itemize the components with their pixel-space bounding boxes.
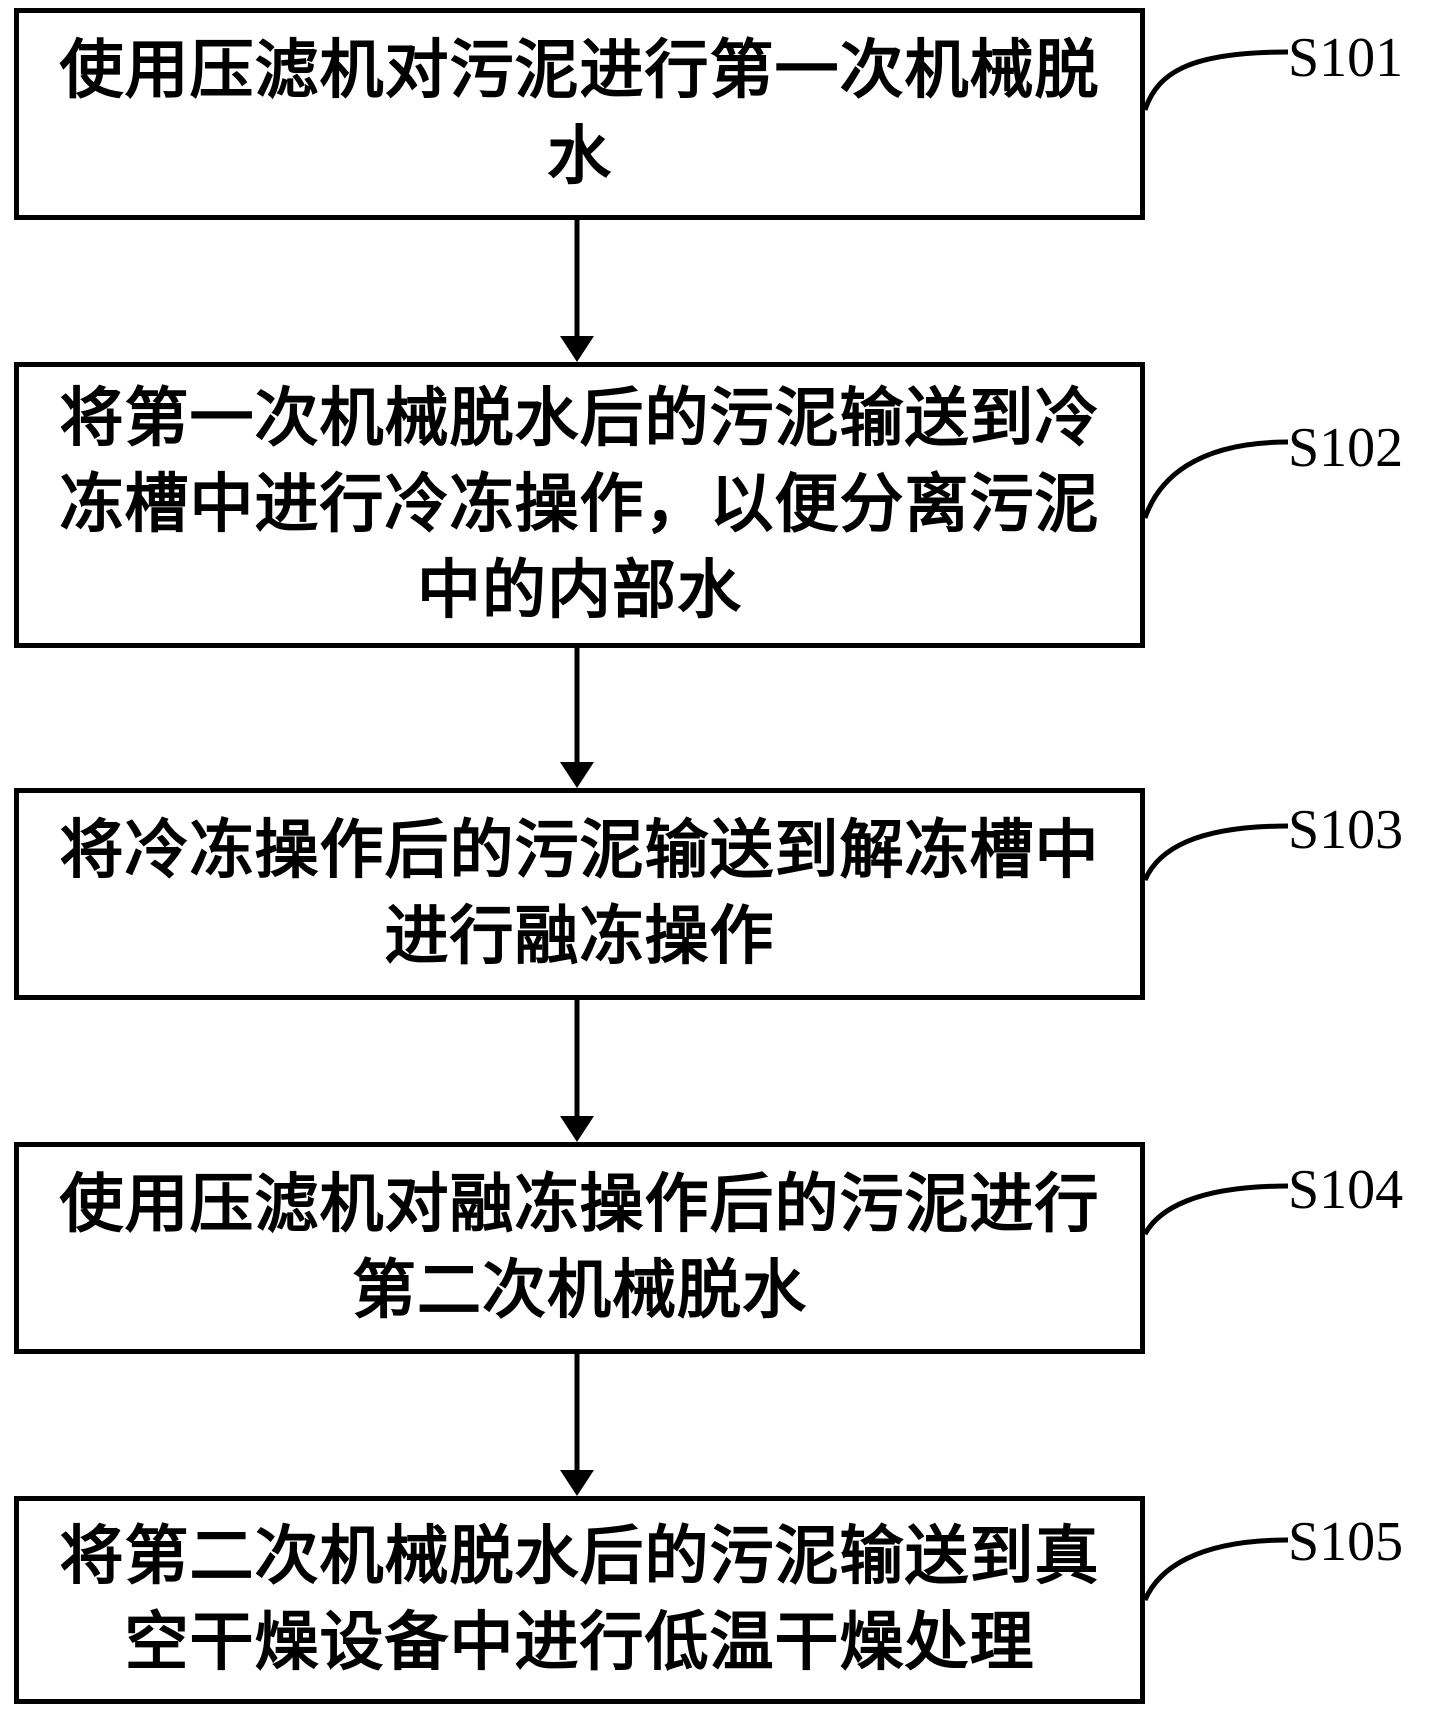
arrow-head-2: [560, 762, 594, 788]
step-label-s102: S102: [1288, 417, 1404, 479]
step-text-s103: 将冷冻操作后的污泥输送到解冻槽中进行融冻操作: [59, 813, 1100, 974]
step-box-s101: 使用压滤机对污泥进行第一次机械脱水: [14, 8, 1145, 220]
step-text-s101: 使用压滤机对污泥进行第一次机械脱水: [59, 33, 1100, 194]
leader-curve-s101: [1142, 49, 1289, 111]
step-text-s102: 将第一次机械脱水后的污泥输送到冷冻槽中进行冷冻操作，以便分离污泥中的内部水: [59, 381, 1100, 628]
leader-curve-s102: [1142, 439, 1289, 519]
step-text-s105: 将第二次机械脱水后的污泥输送到真空干燥设备中进行低温干燥处理: [59, 1519, 1100, 1680]
step-box-s102: 将第一次机械脱水后的污泥输送到冷冻槽中进行冷冻操作，以便分离污泥中的内部水: [14, 362, 1145, 648]
arrow-head-1: [560, 336, 594, 362]
leader-curve-s104: [1142, 1183, 1289, 1236]
step-label-s101: S101: [1288, 27, 1404, 89]
step-label-s105: S105: [1288, 1511, 1404, 1573]
step-box-s104: 使用压滤机对融冻操作后的污泥进行第二次机械脱水: [14, 1142, 1145, 1354]
arrow-head-3: [560, 1116, 594, 1142]
leader-curve-s105: [1142, 1537, 1289, 1602]
step-box-s103: 将冷冻操作后的污泥输送到解冻槽中进行融冻操作: [14, 788, 1145, 1000]
step-box-s105: 将第二次机械脱水后的污泥输送到真空干燥设备中进行低温干燥处理: [14, 1496, 1145, 1704]
arrow-head-4: [560, 1470, 594, 1496]
step-label-s103: S103: [1288, 799, 1404, 861]
leader-curve-s103: [1142, 823, 1289, 882]
step-label-s104: S104: [1288, 1159, 1404, 1221]
step-text-s104: 使用压滤机对融冻操作后的污泥进行第二次机械脱水: [59, 1167, 1100, 1328]
